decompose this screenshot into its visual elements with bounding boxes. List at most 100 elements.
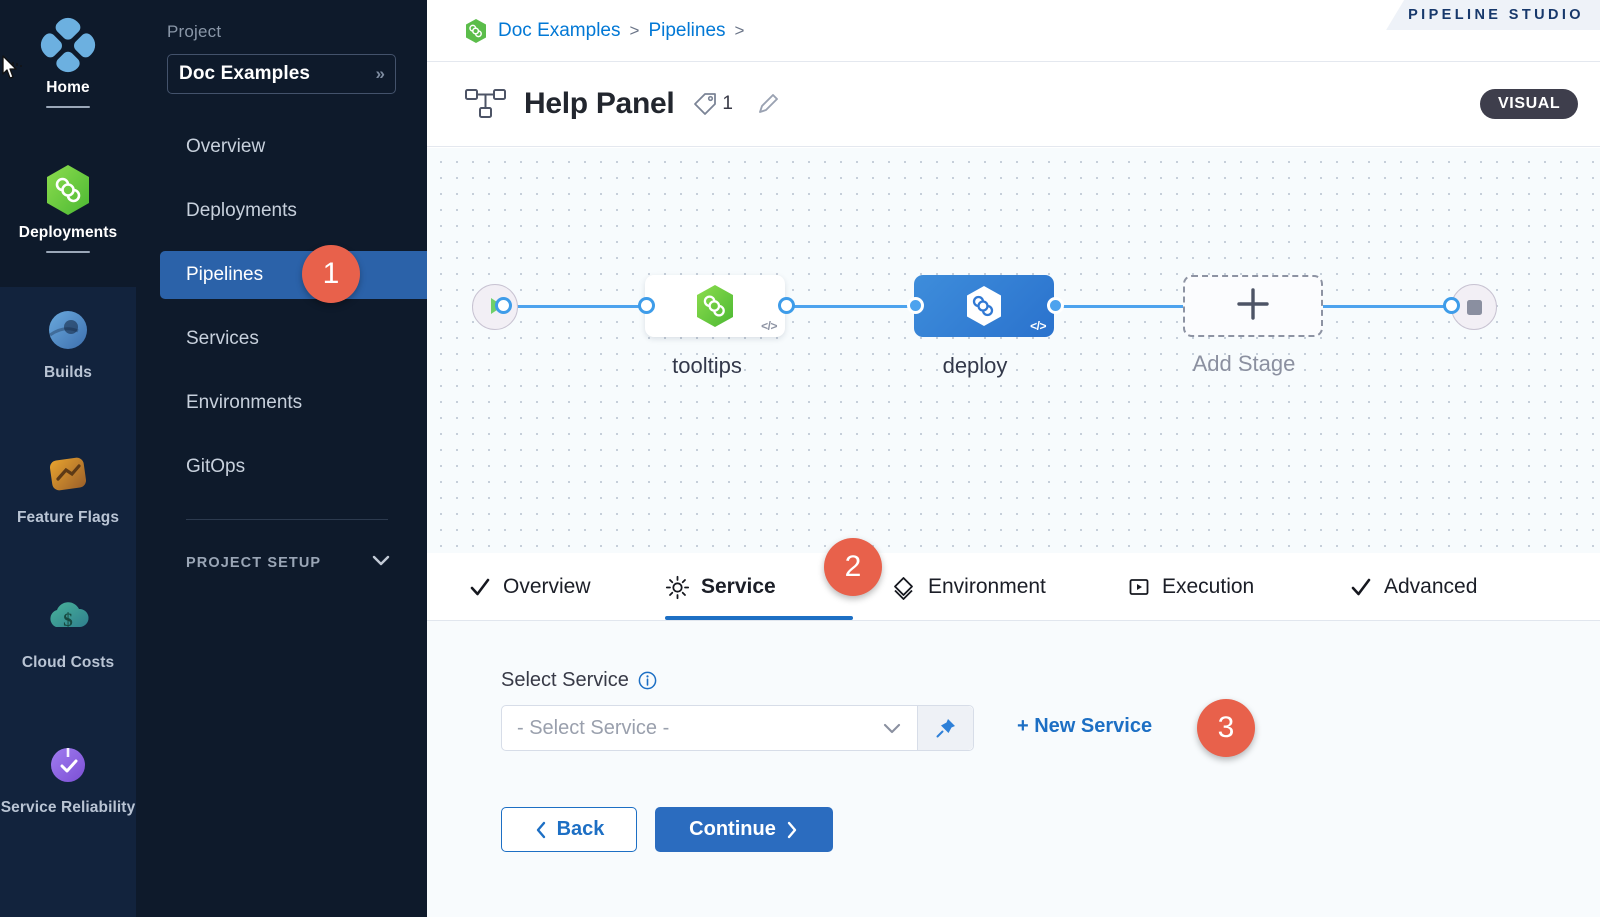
breadcrumb-separator: >	[629, 20, 640, 40]
project-sidebar: Project Doc Examples » Overview Deployme…	[136, 0, 427, 917]
pipeline-studio-tag: PIPELINE STUDIO	[1386, 0, 1600, 30]
check-icon	[1349, 575, 1373, 599]
step-badge-3: 3	[1197, 699, 1255, 757]
stop-end-icon	[1465, 298, 1484, 322]
field-label: Select Service	[501, 669, 629, 691]
info-circle-icon[interactable]	[638, 671, 657, 690]
sidebar-item-label: GitOps	[186, 456, 246, 477]
page-title: Help Panel	[524, 87, 675, 120]
rail-item-label: Service Reliability	[0, 799, 136, 816]
rail-item-service-reliability[interactable]: Service Reliability	[0, 738, 136, 818]
tab-label: Service	[701, 575, 776, 598]
breadcrumb-link-project[interactable]: Doc Examples	[498, 19, 621, 41]
rail-item-label: Feature Flags	[16, 509, 120, 526]
sidebar-item-services[interactable]: Services	[136, 315, 427, 363]
edge-deploy-to-addstage	[1051, 305, 1196, 308]
sidebar-item-overview[interactable]: Overview	[136, 123, 427, 171]
port-start-out[interactable]	[495, 297, 512, 314]
main-content: Doc Examples > Pipelines > PIPELINE STUD…	[427, 0, 1600, 917]
gear-icon	[665, 575, 690, 600]
sidebar-item-environments[interactable]: Environments	[136, 379, 427, 427]
stage-tab-bar: Overview Service	[427, 553, 1600, 621]
rail-item-cloud-costs[interactable]: $ Cloud Costs	[0, 593, 136, 673]
tab-execution[interactable]: Execution	[1127, 553, 1254, 621]
select-service-input[interactable]: - Select Service -	[502, 706, 917, 750]
stage-label-deploy: deploy	[942, 353, 1008, 378]
chevron-left-icon	[534, 820, 548, 840]
tab-label: Overview	[503, 575, 591, 598]
port-deploy-in[interactable]	[907, 297, 924, 314]
add-stage-node[interactable]	[1183, 275, 1323, 337]
play-box-icon	[1127, 575, 1151, 599]
new-service-button[interactable]: + New Service	[1017, 715, 1153, 737]
project-section-label: Project	[167, 22, 222, 41]
plus-icon	[1234, 285, 1272, 328]
rail-item-deployments[interactable]: Deployments	[0, 163, 136, 253]
tab-environment[interactable]: Environment	[890, 553, 1046, 621]
rail-item-label: Builds	[44, 364, 92, 381]
rail-item-home[interactable]: Home	[0, 12, 136, 108]
service-reliability-check-icon	[41, 738, 95, 792]
add-stage-label: Add Stage	[1192, 351, 1296, 376]
project-selector-value: Doc Examples	[179, 63, 311, 84]
tab-advanced[interactable]: Advanced	[1349, 553, 1477, 621]
sidebar-item-gitops[interactable]: GitOps	[136, 443, 427, 491]
rail-item-label: Home	[46, 79, 90, 96]
port-tooltips-in[interactable]	[638, 297, 655, 314]
back-button-label: Back	[556, 818, 605, 840]
project-setup-label: PROJECT SETUP	[186, 555, 322, 571]
tag-icon[interactable]	[692, 91, 718, 117]
cloud-costs-dollar-icon: $	[41, 593, 95, 647]
rail-item-label: Cloud Costs	[21, 654, 115, 671]
module-rail: Home Deployments	[0, 0, 136, 917]
sidebar-project-setup-section[interactable]: PROJECT SETUP	[186, 548, 391, 578]
select-service-label-group: Select Service	[501, 669, 657, 692]
tab-overview[interactable]: Overview	[468, 553, 591, 621]
rail-item-builds[interactable]: Builds	[0, 303, 136, 383]
sidebar-item-pipelines[interactable]: Pipelines	[160, 251, 427, 299]
stage-label-tooltips: tooltips	[672, 353, 742, 378]
tab-label: Advanced	[1384, 575, 1478, 598]
continue-button[interactable]: Continue	[655, 807, 833, 852]
chevron-down-icon	[371, 554, 391, 572]
tag-count: 1	[722, 93, 733, 114]
sidebar-item-deployments[interactable]: Deployments	[136, 187, 427, 235]
select-service-field[interactable]: - Select Service -	[501, 705, 974, 751]
rail-active-underline	[46, 250, 90, 253]
stage-node-tooltips[interactable]: </>	[645, 275, 785, 337]
tab-active-underline	[665, 616, 853, 620]
breadcrumb: Doc Examples > Pipelines > PIPELINE STUD…	[427, 0, 1600, 62]
pipeline-canvas[interactable]: </> tooltips </> deploy	[427, 148, 1600, 553]
rail-item-label: Deployments	[18, 224, 118, 241]
back-button[interactable]: Back	[501, 807, 637, 852]
continue-button-label: Continue	[689, 818, 776, 840]
rail-item-feature-flags[interactable]: Feature Flags	[0, 448, 136, 528]
check-icon	[468, 575, 492, 599]
pin-service-button[interactable]	[917, 706, 973, 750]
chevron-down-icon[interactable]	[881, 721, 903, 735]
mode-toggle-visual[interactable]: VISUAL	[1480, 89, 1579, 119]
port-deploy-out[interactable]	[1047, 297, 1064, 314]
stage-node-deploy[interactable]: </>	[914, 275, 1054, 337]
tab-service[interactable]: Service	[665, 553, 776, 621]
sidebar-item-label: Overview	[186, 136, 266, 157]
sidebar-item-label: Pipelines	[186, 264, 264, 285]
service-form-panel: Select Service - Select Service -	[427, 621, 1600, 917]
layers-diamond-icon	[890, 574, 917, 601]
edge-tooltips-to-deploy	[782, 305, 922, 308]
tab-label: Execution	[1162, 575, 1255, 598]
breadcrumb-link-pipelines[interactable]: Pipelines	[648, 19, 726, 41]
pencil-edit-icon[interactable]	[755, 91, 781, 117]
project-selector[interactable]: Doc Examples »	[167, 54, 396, 94]
pipeline-nodes-icon	[464, 87, 508, 121]
svg-text:$: $	[63, 610, 73, 631]
home-diamond-icon	[35, 12, 101, 78]
select-service-placeholder: - Select Service -	[517, 716, 670, 739]
chevron-right-icon	[785, 820, 799, 840]
port-tooltips-out[interactable]	[778, 297, 795, 314]
harness-hex-icon	[464, 18, 488, 44]
mouse-cursor	[0, 54, 26, 86]
port-end-in[interactable]	[1443, 297, 1460, 314]
code-badge-icon: </>	[761, 319, 777, 333]
builds-icon	[41, 303, 95, 357]
